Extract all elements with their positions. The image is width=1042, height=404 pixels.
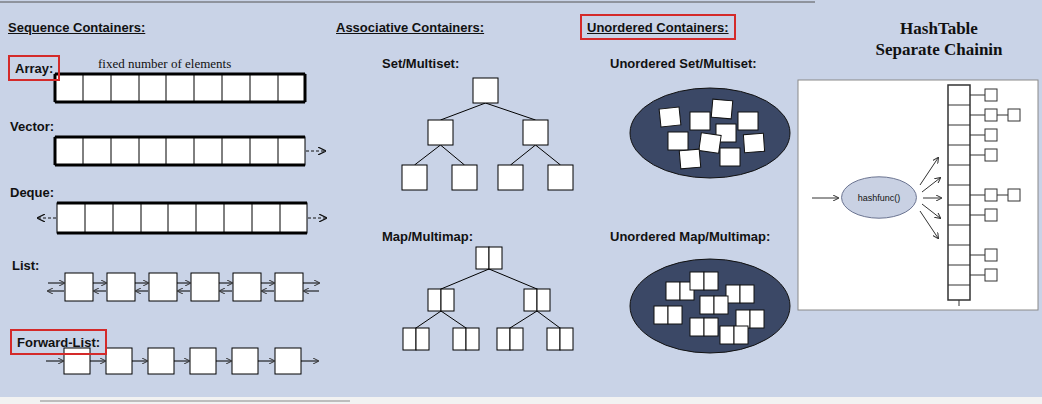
container-name: Vector: [10, 119, 54, 134]
vector-cells [55, 137, 325, 165]
note-text: fixed number of elements [98, 56, 231, 72]
array-cells [55, 74, 305, 102]
highlight-box: Forward-List: [10, 329, 107, 355]
set-tree [402, 78, 573, 190]
box-label: Unordered Containers: [587, 20, 729, 35]
function-label: hashfunc() [858, 193, 901, 203]
map-tree [403, 247, 573, 350]
container-name: Map/Multimap: [382, 229, 473, 244]
section-heading: Sequence Containers: [8, 20, 145, 35]
panel-heading: HashTable Separate Chainin [869, 18, 1009, 60]
highlight-box: Unordered Containers: [580, 14, 736, 40]
container-name: Set/Multiset: [382, 56, 459, 71]
unordered-set-blob [630, 88, 790, 178]
container-name: Deque: [10, 185, 54, 200]
hash-table-figure [798, 80, 1038, 310]
hash-function-ellipse: hashfunc() [840, 175, 918, 220]
list-nodes [48, 273, 319, 301]
unordered-map-blob [630, 259, 790, 353]
container-name: List: [12, 258, 39, 273]
highlight-box: Array: [8, 55, 60, 81]
forward-list-nodes [46, 348, 318, 374]
container-name: Unordered Map/Multimap: [610, 229, 770, 244]
section-heading: Associative Containers: [336, 20, 484, 35]
hash-table-panel: HashTable Separate Chaininhashfunc() [798, 80, 1038, 310]
container-name: Unordered Set/Multiset: [610, 56, 757, 71]
box-label: Array: [15, 61, 53, 76]
deque-cells [38, 203, 326, 233]
box-label: Forward-List: [17, 335, 100, 350]
